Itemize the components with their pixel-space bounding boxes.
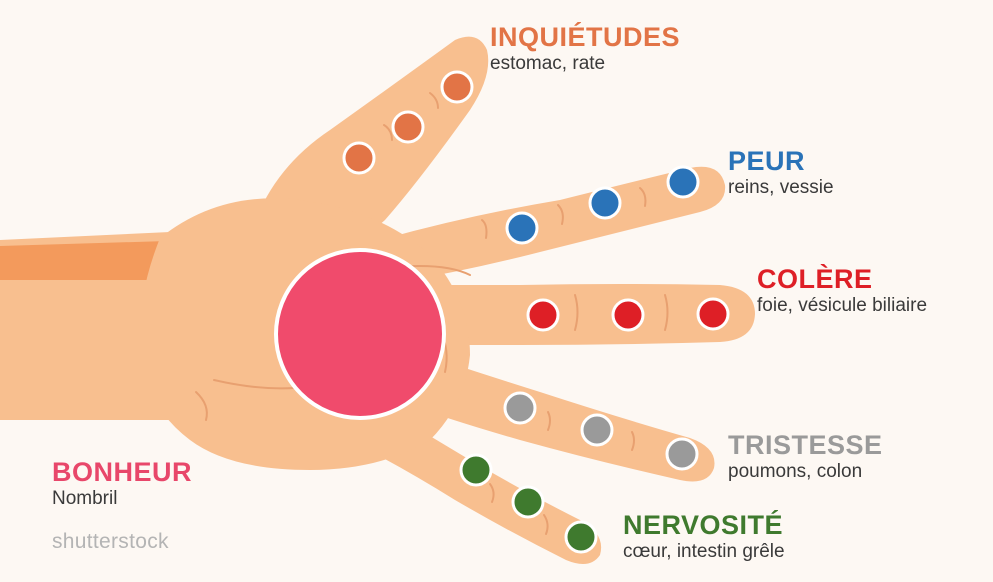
middle-point	[613, 300, 643, 330]
index-point	[668, 167, 698, 197]
label-inquietudes: INQUIÉTUDES estomac, rate	[490, 24, 680, 73]
label-inquietudes-organs: estomac, rate	[490, 54, 680, 73]
label-inquietudes-title: INQUIÉTUDES	[490, 24, 680, 51]
thumb-point	[442, 72, 472, 102]
palm-center-point	[276, 250, 444, 418]
thumb-point	[344, 143, 374, 173]
label-peur: PEUR reins, vessie	[728, 148, 834, 197]
little-finger-point	[566, 522, 596, 552]
label-nervosite-organs: cœur, intestin grêle	[623, 542, 785, 561]
label-bonheur: BONHEUR Nombril	[52, 459, 192, 508]
thumb-point	[393, 112, 423, 142]
label-colere: COLÈRE foie, vésicule biliaire	[757, 266, 927, 315]
ring-point	[505, 393, 535, 423]
label-tristesse-title: TRISTESSE	[728, 432, 883, 459]
label-nervosite: NERVOSITÉ cœur, intestin grêle	[623, 512, 785, 561]
label-colere-organs: foie, vésicule biliaire	[757, 296, 927, 315]
label-bonheur-organs: Nombril	[52, 489, 192, 508]
middle-point	[528, 300, 558, 330]
label-tristesse-organs: poumons, colon	[728, 462, 883, 481]
label-peur-title: PEUR	[728, 148, 834, 175]
little-finger-point	[461, 455, 491, 485]
middle-point	[698, 299, 728, 329]
index-point	[507, 213, 537, 243]
watermark: shutterstock	[52, 530, 169, 554]
ring-point	[667, 439, 697, 469]
index-point	[590, 188, 620, 218]
label-bonheur-title: BONHEUR	[52, 459, 192, 486]
little-finger-point	[513, 487, 543, 517]
ring-point	[582, 415, 612, 445]
label-colere-title: COLÈRE	[757, 266, 927, 293]
label-nervosite-title: NERVOSITÉ	[623, 512, 785, 539]
wrist-join	[0, 280, 200, 420]
label-peur-organs: reins, vessie	[728, 178, 834, 197]
label-tristesse: TRISTESSE poumons, colon	[728, 432, 883, 481]
